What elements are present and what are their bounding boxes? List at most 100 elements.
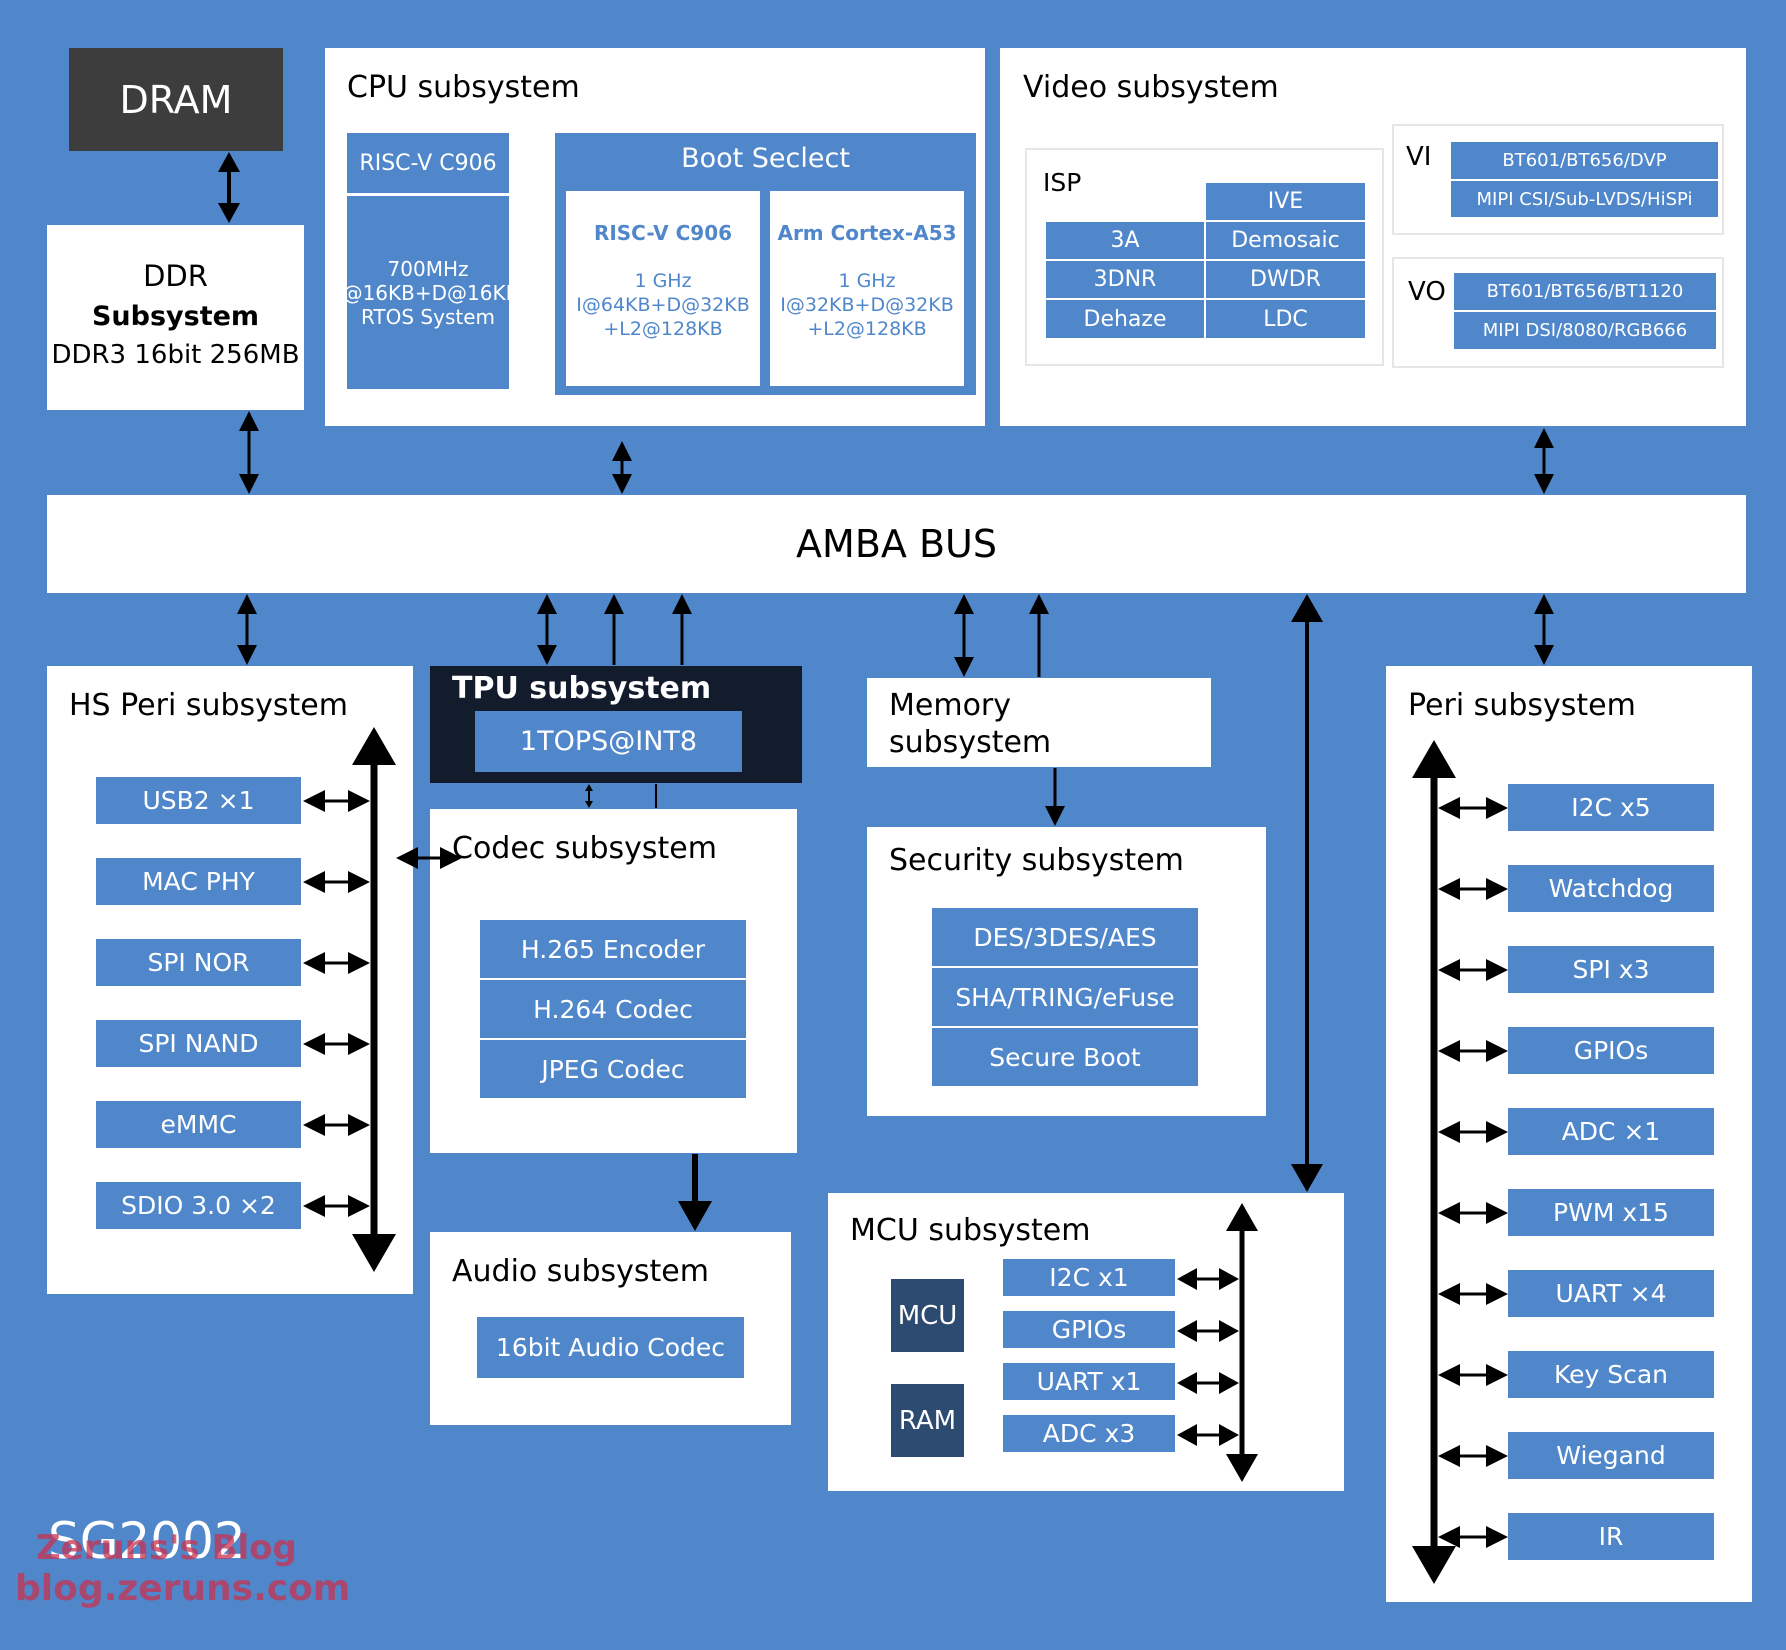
tpu-codec-arrow-head — [585, 801, 593, 808]
dram-ddr-arrow-head — [218, 152, 240, 172]
tpu-subsystem: TPU subsystem 1TOPS@INT8 — [430, 666, 802, 783]
isp-cell: LDC — [1206, 300, 1365, 338]
amba-bus: AMBA BUS — [47, 495, 1746, 593]
bus-hsperi-arrow-head — [237, 645, 257, 665]
peri-item: ADC ×1 — [1508, 1108, 1714, 1155]
core-cache: I@64KB+D@32KB — [576, 294, 750, 316]
isp-ive: IVE — [1206, 183, 1365, 220]
cpu-title: CPU subsystem — [347, 70, 580, 105]
bus-memory-arrow-2-head — [1029, 594, 1049, 614]
hs-peri-item: eMMC — [96, 1101, 301, 1148]
peri-item: Watchdog — [1508, 865, 1714, 912]
core-freq: 1 GHz — [634, 270, 692, 292]
core-name: Arm Cortex-A53 — [777, 221, 957, 245]
video-bus-arrow-head — [1534, 428, 1554, 448]
ddr-subsystem: DDR Subsystem DDR3 16bit 256MB — [47, 225, 304, 410]
bus-label: AMBA BUS — [796, 522, 997, 566]
peri-subsystem: Peri subsystem I2C x5 Watchdog SPI x3 GP… — [1386, 666, 1752, 1602]
codec-item: H.265 Encoder — [480, 920, 746, 978]
peri-item: Key Scan — [1508, 1351, 1714, 1398]
core-name: RISC-V C906 — [593, 221, 733, 245]
hs-peri-title: HS Peri subsystem — [69, 688, 348, 723]
codec-audio-arrow-head — [678, 1201, 712, 1231]
ddr-spec: DDR3 16bit 256MB — [51, 340, 300, 370]
peri-item: SPI x3 — [1508, 946, 1714, 993]
rtos-os: RTOS System — [360, 304, 496, 329]
watermark-line2: blog.zeruns.com — [15, 1568, 351, 1609]
ddr-subtitle: Subsystem — [91, 301, 260, 332]
isp-cell: DWDR — [1206, 261, 1365, 298]
tpu-codec-arrow-head — [585, 784, 593, 791]
codec-subsystem: Codec subsystem H.265 Encoder H.264 Code… — [430, 809, 797, 1153]
isp-title: ISP — [1043, 168, 1082, 197]
memory-title-line1: Memory — [889, 688, 1012, 723]
hs-peri-subsystem: HS Peri subsystem USB2 ×1 MAC PHY SPI NO… — [47, 666, 413, 1294]
hs-peri-item: SPI NAND — [96, 1020, 301, 1067]
dram-label: DRAM — [119, 77, 233, 122]
codec-item: H.264 Codec — [480, 980, 746, 1038]
ddr-title: DDR — [143, 259, 208, 293]
bus-tpu-arrow-head — [537, 645, 557, 665]
watermark-line1: Zeruns's Blog — [36, 1528, 297, 1568]
vo-item: MIPI DSI/8080/RGB666 — [1454, 312, 1716, 349]
bus-tpu-arrow-2-head — [604, 594, 624, 614]
vo-title: VO — [1408, 277, 1446, 307]
core-cache: I@32KB+D@32KB — [780, 294, 954, 316]
memory-title-line2: subsystem — [889, 725, 1052, 760]
rtos-freq: 700MHz — [387, 256, 469, 281]
bus-mcu-arrow-head — [1291, 1164, 1323, 1192]
security-title: Security subsystem — [889, 843, 1184, 878]
codec-item: JPEG Codec — [480, 1040, 746, 1098]
bus-memory-arrow-head — [954, 657, 974, 677]
security-item: DES/3DES/AES — [932, 908, 1198, 966]
video-title: Video subsystem — [1023, 70, 1279, 105]
mcu-title: MCU subsystem — [850, 1213, 1091, 1248]
boot-select: Boot Seclect RISC-V C906 1 GHz I@64KB+D@… — [555, 133, 976, 395]
vi-title: VI — [1406, 142, 1432, 172]
core-l2: +L2@128KB — [807, 318, 927, 340]
core-l2: +L2@128KB — [603, 318, 723, 340]
chip-name: SG2002 — [48, 1512, 246, 1570]
hs-peri-item: SDIO 3.0 ×2 — [96, 1182, 301, 1229]
vo-item: BT601/BT656/BT1120 — [1454, 273, 1716, 310]
vi-item: MIPI CSI/Sub-LVDS/HiSPi — [1451, 181, 1718, 217]
isp-cell: 3A — [1046, 222, 1204, 259]
peri-title: Peri subsystem — [1408, 688, 1636, 723]
cpu-bus-arrow-head — [612, 474, 632, 494]
bus-tpu-arrow-head — [537, 594, 557, 614]
vi-block: VI BT601/BT656/DVP MIPI CSI/Sub-LVDS/HiS… — [1392, 124, 1724, 235]
security-item: SHA/TRING/eFuse — [932, 968, 1198, 1026]
mcu-core: MCU — [891, 1279, 964, 1352]
dram-ddr-arrow-head — [218, 203, 240, 223]
mcu-ram: RAM — [891, 1384, 964, 1457]
dram-block: DRAM — [69, 48, 283, 151]
tpu-title: TPU subsystem — [452, 671, 712, 706]
security-subsystem: Security subsystem DES/3DES/AES SHA/TRIN… — [867, 827, 1266, 1116]
isp-cell: 3DNR — [1046, 261, 1204, 298]
hs-peri-item: USB2 ×1 — [96, 777, 301, 824]
audio-subsystem: Audio subsystem 16bit Audio Codec — [430, 1232, 791, 1425]
isp-cell: Dehaze — [1046, 300, 1204, 338]
audio-item: 16bit Audio Codec — [477, 1317, 744, 1378]
tpu-perf: 1TOPS@INT8 — [475, 711, 742, 772]
hs-peri-item: SPI NOR — [96, 939, 301, 986]
vi-item: BT601/BT656/DVP — [1451, 142, 1718, 179]
mcu-item: ADC x3 — [1003, 1415, 1175, 1452]
vo-block: VO BT601/BT656/BT1120 MIPI DSI/8080/RGB6… — [1392, 257, 1724, 368]
cpu-subsystem: CPU subsystem RISC-V C906 700MHz I@16KB+… — [325, 48, 985, 426]
peri-item: Wiegand — [1508, 1432, 1714, 1479]
mcu-item: I2C x1 — [1003, 1259, 1175, 1296]
video-bus-arrow-head — [1534, 474, 1554, 494]
peri-item: UART ×4 — [1508, 1270, 1714, 1317]
bus-peri-arrow-head — [1534, 594, 1554, 614]
peri-item: I2C x5 — [1508, 784, 1714, 831]
peri-item: GPIOs — [1508, 1027, 1714, 1074]
mcu-subsystem: MCU subsystem MCU RAM I2C x1 GPIOs UART … — [828, 1193, 1344, 1491]
bus-tpu-arrow-3-head — [672, 594, 692, 614]
bus-memory-arrow-head — [954, 594, 974, 614]
rtos-core-name: RISC-V C906 — [347, 133, 509, 193]
boot-core-arm: Arm Cortex-A53 1 GHz I@32KB+D@32KB +L2@1… — [770, 191, 964, 386]
bus-hsperi-arrow-head — [237, 594, 257, 614]
video-subsystem: Video subsystem ISP IVE 3A 3DNR Dehaze D… — [1000, 48, 1746, 426]
cpu-bus-arrow-head — [612, 441, 632, 461]
